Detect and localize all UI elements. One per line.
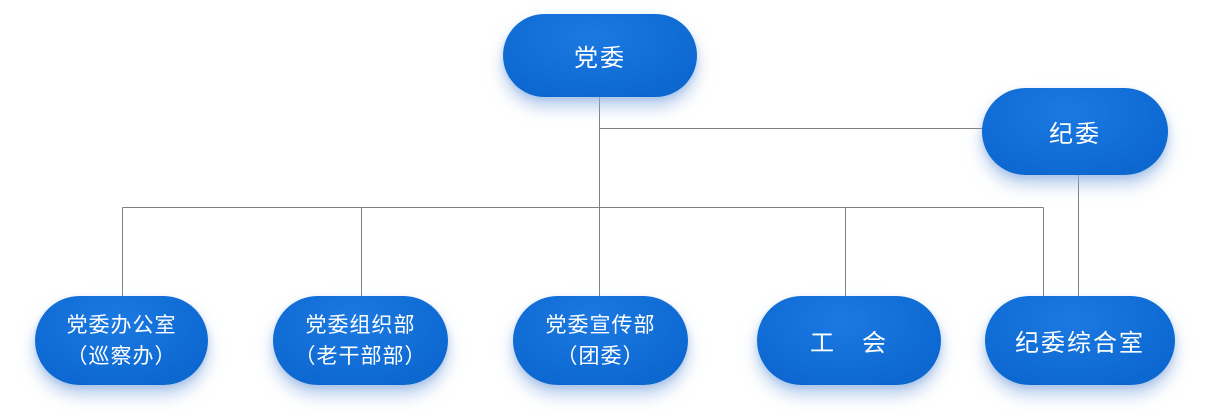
org-node-label: 党委 [574, 44, 626, 72]
org-node-label-line2: （巡察办） [66, 343, 177, 368]
org-node-dangwei-zuzhibu: 党委组织部 （老干部部） [273, 296, 448, 385]
org-node-label-line2: （老干部部） [294, 343, 427, 368]
org-node-jiwei: 纪委 [982, 88, 1168, 175]
org-node-gonghui: 工 会 [757, 296, 941, 385]
org-node-label-line1: 党委办公室 [66, 313, 177, 338]
org-node-dangwei-xuanchuanbu: 党委宣传部 （团委） [513, 296, 688, 385]
org-node-label: 纪委 [1049, 120, 1101, 148]
org-node-label: 工 会 [810, 329, 888, 357]
org-node-dangwei-bangongshi: 党委办公室 （巡察办） [35, 296, 208, 385]
org-node-label: 纪委综合室 [1015, 329, 1145, 357]
org-node-label-line1: 党委宣传部 [545, 313, 656, 338]
org-node-label-line1: 党委组织部 [305, 313, 416, 338]
org-node-dangwei: 党委 [503, 14, 697, 97]
org-node-jiwei-zongheshi: 纪委综合室 [985, 296, 1175, 385]
org-node-label-line2: （团委） [556, 343, 645, 368]
